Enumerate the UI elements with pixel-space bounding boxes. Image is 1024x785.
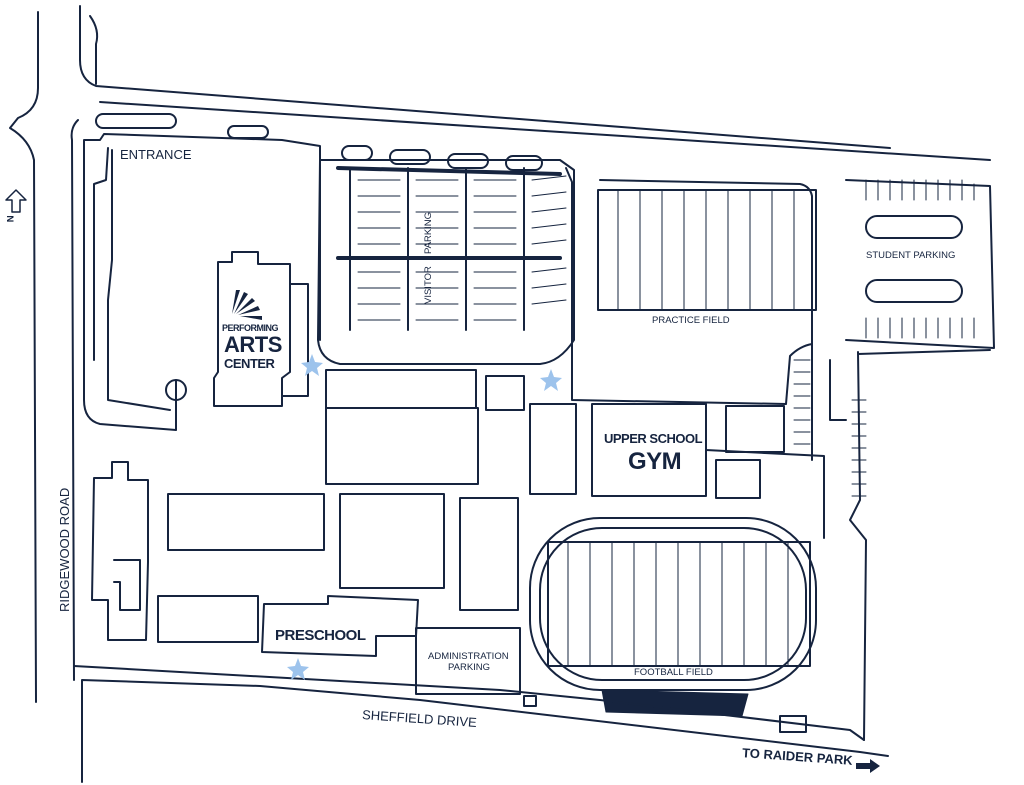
parking-label: PARKING	[423, 211, 434, 254]
building-mid-west	[339, 493, 445, 589]
preschool-building	[261, 595, 419, 657]
admin-parking-label-2: PARKING	[448, 662, 491, 673]
stadium-bleachers	[601, 689, 749, 717]
star-icon	[540, 369, 562, 391]
preschool-label: PRESCHOOL	[275, 627, 366, 644]
football-field	[547, 541, 811, 667]
parking-stripes	[357, 175, 567, 321]
building-center-main	[325, 407, 479, 485]
pac-side-wing	[281, 283, 309, 397]
ridgewood-road-label: RIDGEWOOD ROAD	[57, 487, 72, 612]
football-track-inner	[539, 527, 807, 681]
star-icon	[287, 658, 309, 680]
sheffield-drive-north-edge	[73, 665, 865, 741]
gym-annex-2	[715, 459, 761, 499]
north-label: N	[5, 215, 17, 223]
visitor-parking-lot	[317, 159, 575, 365]
sheffield-drive-south-edge	[81, 679, 889, 783]
east-road	[811, 343, 991, 741]
raider-park-arrow-icon	[856, 759, 880, 773]
north-arrow-icon	[5, 189, 27, 213]
student-parking-island-2	[865, 279, 963, 303]
west-complex	[91, 461, 149, 641]
gym-label-line2: GYM	[628, 448, 682, 475]
practice-field-area	[565, 167, 813, 405]
ridgewood-road-edge-west	[9, 11, 39, 703]
admin-parking-label-1: ADMINISTRATION	[428, 651, 509, 662]
top-road-stub	[89, 15, 99, 85]
practice-field	[597, 189, 817, 311]
star-markers	[287, 354, 562, 680]
building-west-long	[167, 493, 325, 551]
performing-arts-center-building	[213, 251, 291, 407]
gym-label-line1: UPPER SCHOOL	[604, 431, 703, 446]
entrance-wall	[93, 147, 109, 361]
small-kiosk	[523, 695, 537, 707]
ridgewood-road-edge-east	[70, 5, 891, 681]
gym-surround	[705, 405, 825, 539]
parking-islands	[336, 166, 562, 331]
building-west-south	[157, 595, 259, 643]
building-center-small	[485, 375, 525, 411]
pac-logo-icon	[232, 290, 262, 320]
entrance-building	[83, 133, 321, 431]
practice-field-stripes	[617, 189, 795, 311]
football-field-label: FOOTBALL FIELD	[634, 667, 713, 678]
building-mid-east	[459, 497, 519, 611]
pac-label-line1: PERFORMING	[222, 323, 279, 333]
practice-field-label: PRACTICE FIELD	[652, 315, 730, 326]
entrance-label: ENTRANCE	[120, 147, 192, 162]
building-center-east	[529, 403, 577, 495]
entrance-inner	[107, 149, 171, 411]
pac-label-line2: ARTS	[224, 332, 282, 357]
visitor-label: VISITOR	[423, 266, 434, 304]
student-parking-island-1	[865, 215, 963, 239]
administration-parking	[415, 627, 521, 695]
east-parking-stripes	[793, 359, 867, 497]
gym-annex	[725, 405, 785, 453]
star-icon	[301, 354, 323, 376]
student-parking-lot	[845, 179, 995, 349]
building-center-north	[325, 369, 477, 409]
student-parking-stripes	[865, 179, 975, 339]
football-track	[529, 517, 817, 691]
pac-roundabout	[165, 379, 187, 401]
student-parking-label: STUDENT PARKING	[866, 250, 956, 261]
football-field-stripes	[567, 541, 789, 667]
west-wing	[113, 559, 141, 611]
top-drive-north-edge	[99, 101, 991, 161]
top-islands	[95, 113, 543, 171]
pac-label-line3: CENTER	[224, 356, 275, 371]
